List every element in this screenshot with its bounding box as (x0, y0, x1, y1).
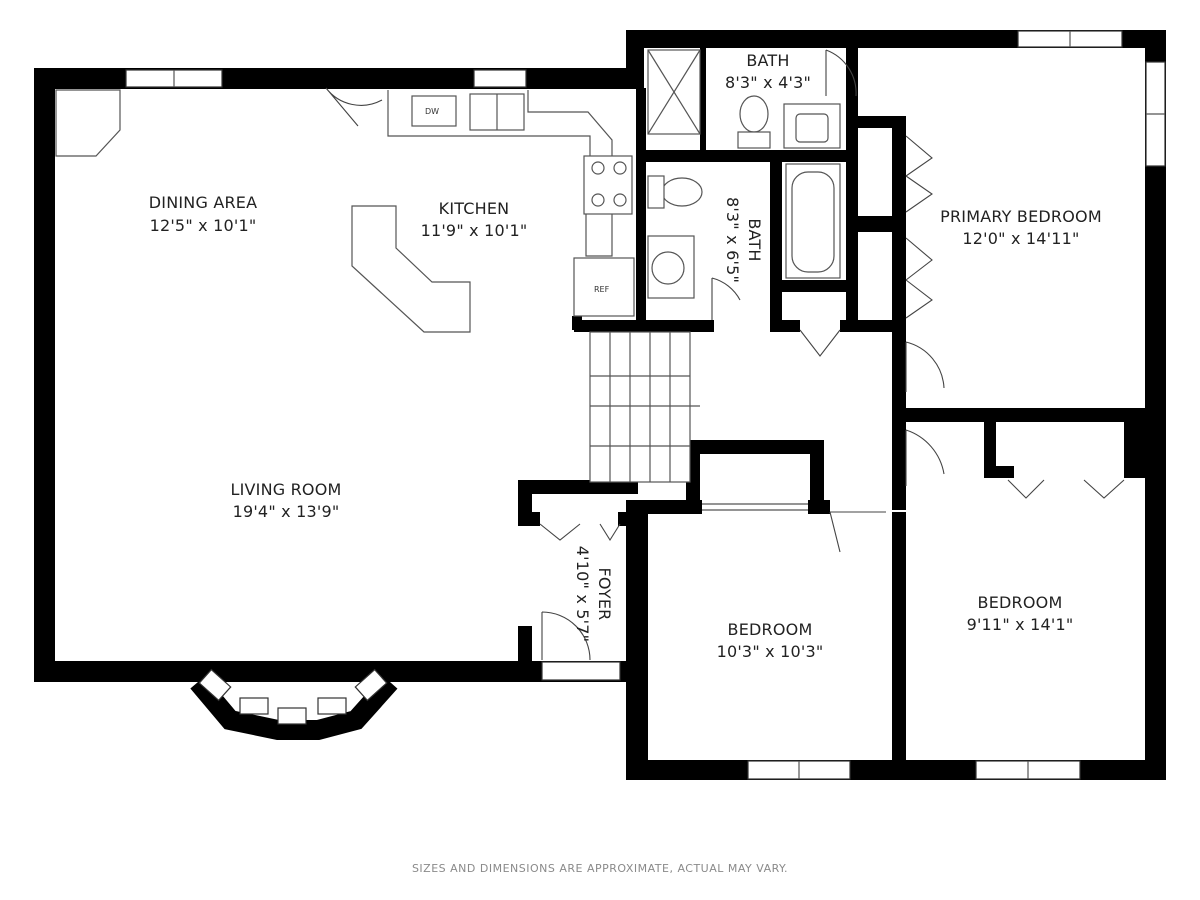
bath-mid-name: BATH (745, 218, 764, 261)
primary-bedroom-name: PRIMARY BEDROOM (940, 207, 1102, 226)
kitchen-name: KITCHEN (439, 199, 510, 218)
bath-mid-dims: 8'3" x 6'5" (723, 197, 742, 283)
foyer-dims: 4'10" x 5'7" (573, 546, 592, 642)
doors (325, 49, 1125, 681)
bedroom-center-name: BEDROOM (728, 620, 813, 639)
kitchen-fixtures: DW REF (55, 89, 635, 333)
dishwasher-label: DW (425, 107, 439, 116)
bath-fixtures (647, 49, 841, 299)
primary-bedroom-dims: 12'0" x 14'11" (962, 229, 1079, 248)
room-labels: DINING AREA 12'5" x 10'1" KITCHEN 11'9" … (149, 51, 1102, 661)
bedroom-center-dims: 10'3" x 10'3" (717, 642, 824, 661)
bath-top-name: BATH (746, 51, 789, 70)
bath-top-dims: 8'3" x 4'3" (725, 73, 811, 92)
refrigerator-label: REF (594, 285, 610, 294)
disclaimer-note: SIZES AND DIMENSIONS ARE APPROXIMATE, AC… (412, 862, 788, 875)
stairs (589, 331, 700, 483)
interior-walls (518, 48, 1166, 762)
living-room-dims: 19'4" x 13'9" (233, 502, 340, 521)
kitchen-dims: 11'9" x 10'1" (421, 221, 528, 240)
dining-area-dims: 12'5" x 10'1" (150, 216, 257, 235)
dining-area-name: DINING AREA (149, 193, 258, 212)
living-room-name: LIVING ROOM (230, 480, 341, 499)
windows (125, 30, 1166, 780)
bedroom-right-dims: 9'11" x 14'1" (967, 615, 1074, 634)
bay-window (190, 668, 398, 740)
foyer-name: FOYER (595, 568, 614, 621)
bedroom-right-name: BEDROOM (978, 593, 1063, 612)
